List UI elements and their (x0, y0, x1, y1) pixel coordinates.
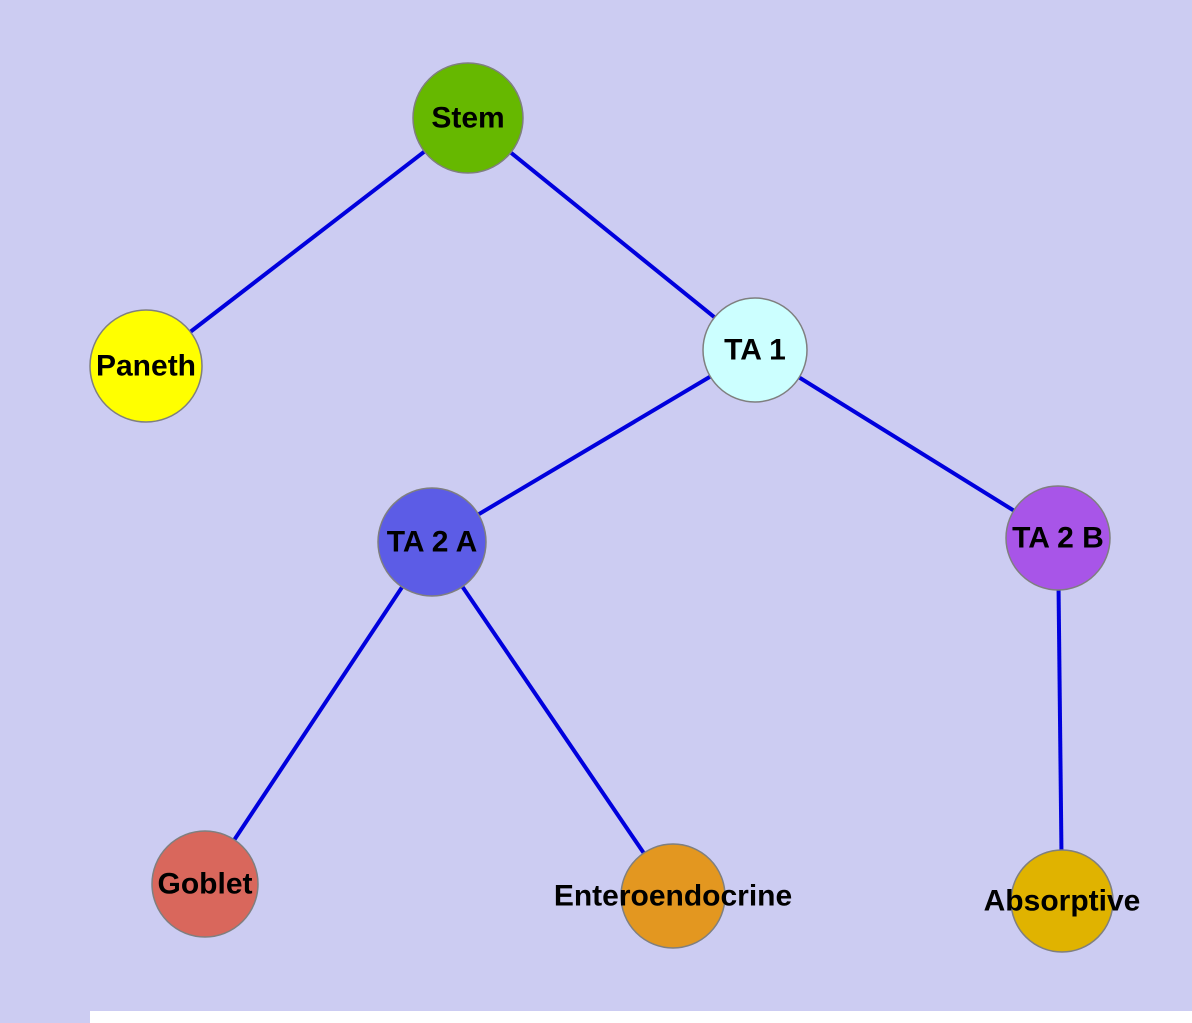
edge-ta-2-a-enteroendocrine (430, 540, 675, 898)
edge-stem-paneth (144, 116, 470, 368)
edge-ta-1-ta-2-b (753, 348, 1060, 540)
node-ta-2-b[interactable] (1005, 485, 1111, 591)
canvas-bottom-strip (90, 1011, 1192, 1023)
node-paneth[interactable] (89, 309, 203, 423)
node-goblet[interactable] (151, 830, 259, 938)
node-enteroendocrine[interactable] (620, 843, 726, 949)
edge-ta-2-b-absorptive (1056, 537, 1064, 902)
edge-ta-2-a-goblet (203, 540, 434, 886)
node-ta-2-a[interactable] (377, 487, 487, 597)
edges-layer (144, 116, 1064, 902)
edge-ta-1-ta-2-a (430, 348, 757, 544)
node-stem[interactable] (412, 62, 524, 174)
node-ta-1[interactable] (702, 297, 808, 403)
nodes-layer (89, 62, 1114, 953)
node-absorptive[interactable] (1010, 849, 1114, 953)
edge-stem-ta-1 (466, 116, 757, 352)
